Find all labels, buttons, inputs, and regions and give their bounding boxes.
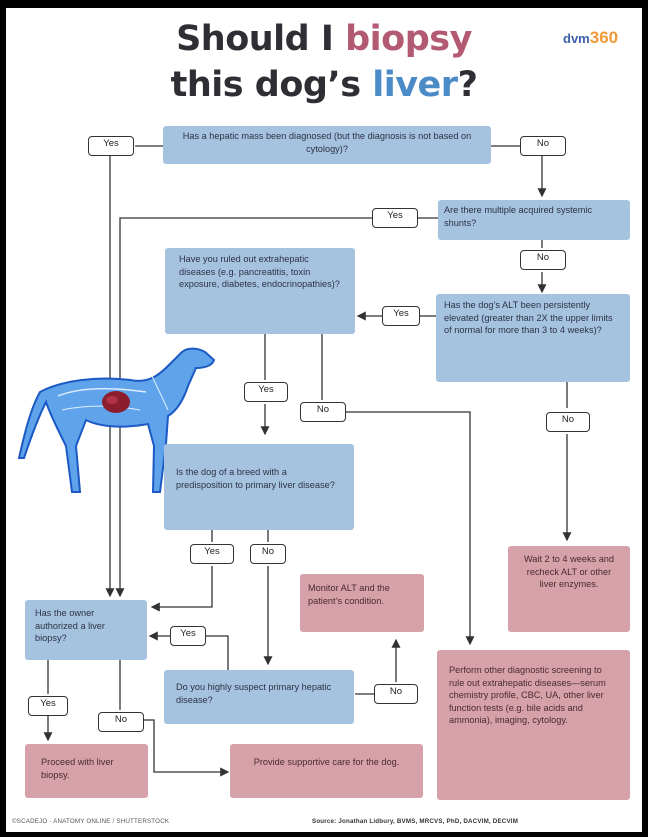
result-perform-screening: Perform other diagnostic screening to ru…: [437, 650, 630, 800]
question-ruled-out-extrahepatic: Have you ruled out extrahepatic diseases…: [165, 248, 355, 334]
logo-prefix: dvm: [563, 31, 590, 46]
yes-label-suspect: Yes: [170, 626, 206, 646]
result-monitor-alt: Monitor ALT and the patient’s condition.: [300, 574, 424, 632]
title-text: Should I: [176, 19, 346, 59]
yes-label-ruled-out: Yes: [244, 382, 288, 402]
no-label-suspect: No: [374, 684, 418, 704]
yes-label-owner: Yes: [28, 696, 68, 716]
yes-label-shunts: Yes: [372, 208, 418, 228]
question-systemic-shunts: Are there multiple acquired systemic shu…: [438, 200, 630, 240]
question-owner-authorized: Has the owner authorized a liver biopsy?: [25, 600, 147, 660]
question-breed-predisposition: Is the dog of a breed with a predisposit…: [164, 444, 354, 530]
image-credit: ©SCADEJO · ANATOMY ONLINE / SHUTTERSTOCK: [12, 818, 170, 825]
yes-label-breed: Yes: [190, 544, 234, 564]
result-proceed-biopsy: Proceed with liver biopsy.: [25, 744, 148, 798]
dog-illustration-icon: [17, 347, 216, 493]
no-label-alt: No: [546, 412, 590, 432]
page-title: Should I biopsy this dog’s liver?: [0, 16, 648, 108]
no-label-breed: No: [250, 544, 286, 564]
yes-label-hepatic: Yes: [88, 136, 134, 156]
title-text: this dog’s: [170, 65, 373, 105]
question-suspect-primary-hepatic: Do you highly suspect primary hepatic di…: [164, 670, 354, 724]
result-wait-recheck: Wait 2 to 4 weeks and recheck ALT or oth…: [508, 546, 630, 632]
dvm360-logo: dvm360: [563, 28, 618, 48]
yes-label-alt: Yes: [382, 306, 420, 326]
question-alt-elevated: Has the dog’s ALT been persistently elev…: [436, 294, 630, 382]
no-label-shunts: No: [520, 250, 566, 270]
no-label-ruled-out: No: [300, 402, 346, 422]
title-highlight-biopsy: biopsy: [345, 19, 472, 59]
title-highlight-liver: liver: [372, 65, 458, 105]
question-hepatic-mass: Has a hepatic mass been diagnosed (but t…: [163, 126, 491, 164]
logo-number: 360: [589, 28, 619, 47]
title-text: ?: [457, 65, 478, 105]
no-label-owner: No: [98, 712, 144, 732]
source-credit: Source: Jonathan Lidbury, BVMS, MRCVS, P…: [312, 818, 519, 825]
result-supportive-care: Provide supportive care for the dog.: [230, 744, 423, 798]
no-label-hepatic: No: [520, 136, 566, 156]
